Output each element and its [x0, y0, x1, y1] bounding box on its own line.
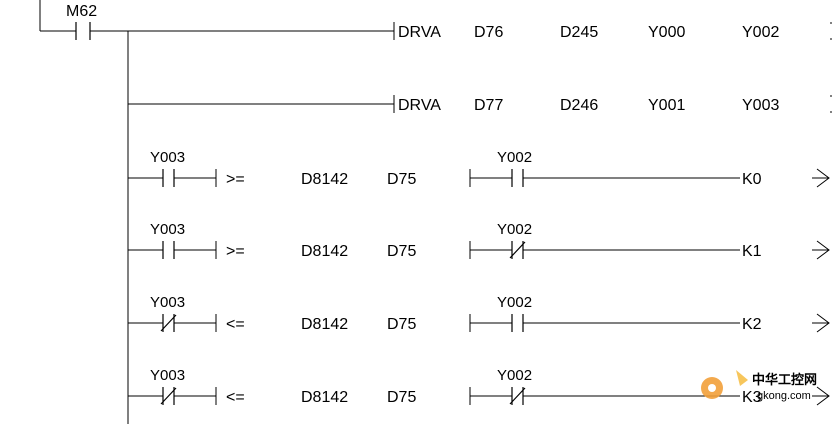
rung-4-contact2-label: Y002 [497, 294, 532, 311]
rung-1-operand-0: D77 [474, 97, 503, 114]
rung-0-operand-2: Y000 [648, 24, 685, 41]
rung-3-contact2-label: Y002 [497, 221, 532, 238]
watermark-text: 中华工控网 [752, 372, 817, 387]
rung-3-compare-s2: D75 [387, 243, 416, 260]
rung-4-arrow-icon [812, 313, 830, 333]
rung-0-operand-0: D76 [474, 24, 503, 41]
rung-5-contact2-label: Y002 [497, 367, 532, 384]
rung-0-instruction: DRVA [398, 24, 441, 41]
m62-contact-label: M62 [66, 3, 97, 20]
m62-contact-symbol [75, 22, 91, 40]
watermark-url: gkong.com [757, 390, 811, 402]
rung-3-compare-op: >= [226, 243, 245, 260]
rung-1-instruction: DRVA [398, 97, 441, 114]
gear-hole [708, 384, 716, 392]
rung-1-operand-3: Y003 [742, 97, 779, 114]
rung-4-contact-label: Y003 [150, 294, 185, 311]
rung-3-contact2-nc-slash [509, 241, 526, 259]
rung-5-arrow-icon [812, 386, 830, 406]
rung-4-contact-nc-slash [160, 314, 177, 332]
rung-2-compare-s1: D8142 [301, 171, 348, 188]
rung-4-output: K2 [742, 316, 762, 333]
rung-3-output: K1 [742, 243, 762, 260]
rung-2-arrow-icon [812, 168, 830, 188]
rung-5-contact-label: Y003 [150, 367, 185, 384]
rung-3-compare-s1: D8142 [301, 243, 348, 260]
rung-3-arrow-icon [812, 240, 830, 260]
rung-5-compare-op: <= [226, 389, 245, 406]
rung-5-contact2-nc-slash [509, 387, 526, 405]
rung-2-contact-label: Y003 [150, 149, 185, 166]
rung-0-operand-3: Y002 [742, 24, 779, 41]
rung-2-compare-s2: D75 [387, 171, 416, 188]
rung-4-compare-s1: D8142 [301, 316, 348, 333]
rung-5-output: K3 [742, 389, 762, 406]
rung-3-contact-label: Y003 [150, 221, 185, 238]
rung-1-operand-1: D246 [560, 97, 598, 114]
wrench-icon [736, 370, 748, 386]
rung-1-operand-2: Y001 [648, 97, 685, 114]
rung-5-compare-s2: D75 [387, 389, 416, 406]
rung-2-contact2-label: Y002 [497, 149, 532, 166]
rung-5-compare-s1: D8142 [301, 389, 348, 406]
rung-4-compare-op: <= [226, 316, 245, 333]
rung-2-compare-op: >= [226, 171, 245, 188]
rung-4-compare-s2: D75 [387, 316, 416, 333]
rung-2-output: K0 [742, 171, 762, 188]
rung-0-operand-1: D245 [560, 24, 598, 41]
rung-5-contact-nc-slash [160, 387, 177, 405]
